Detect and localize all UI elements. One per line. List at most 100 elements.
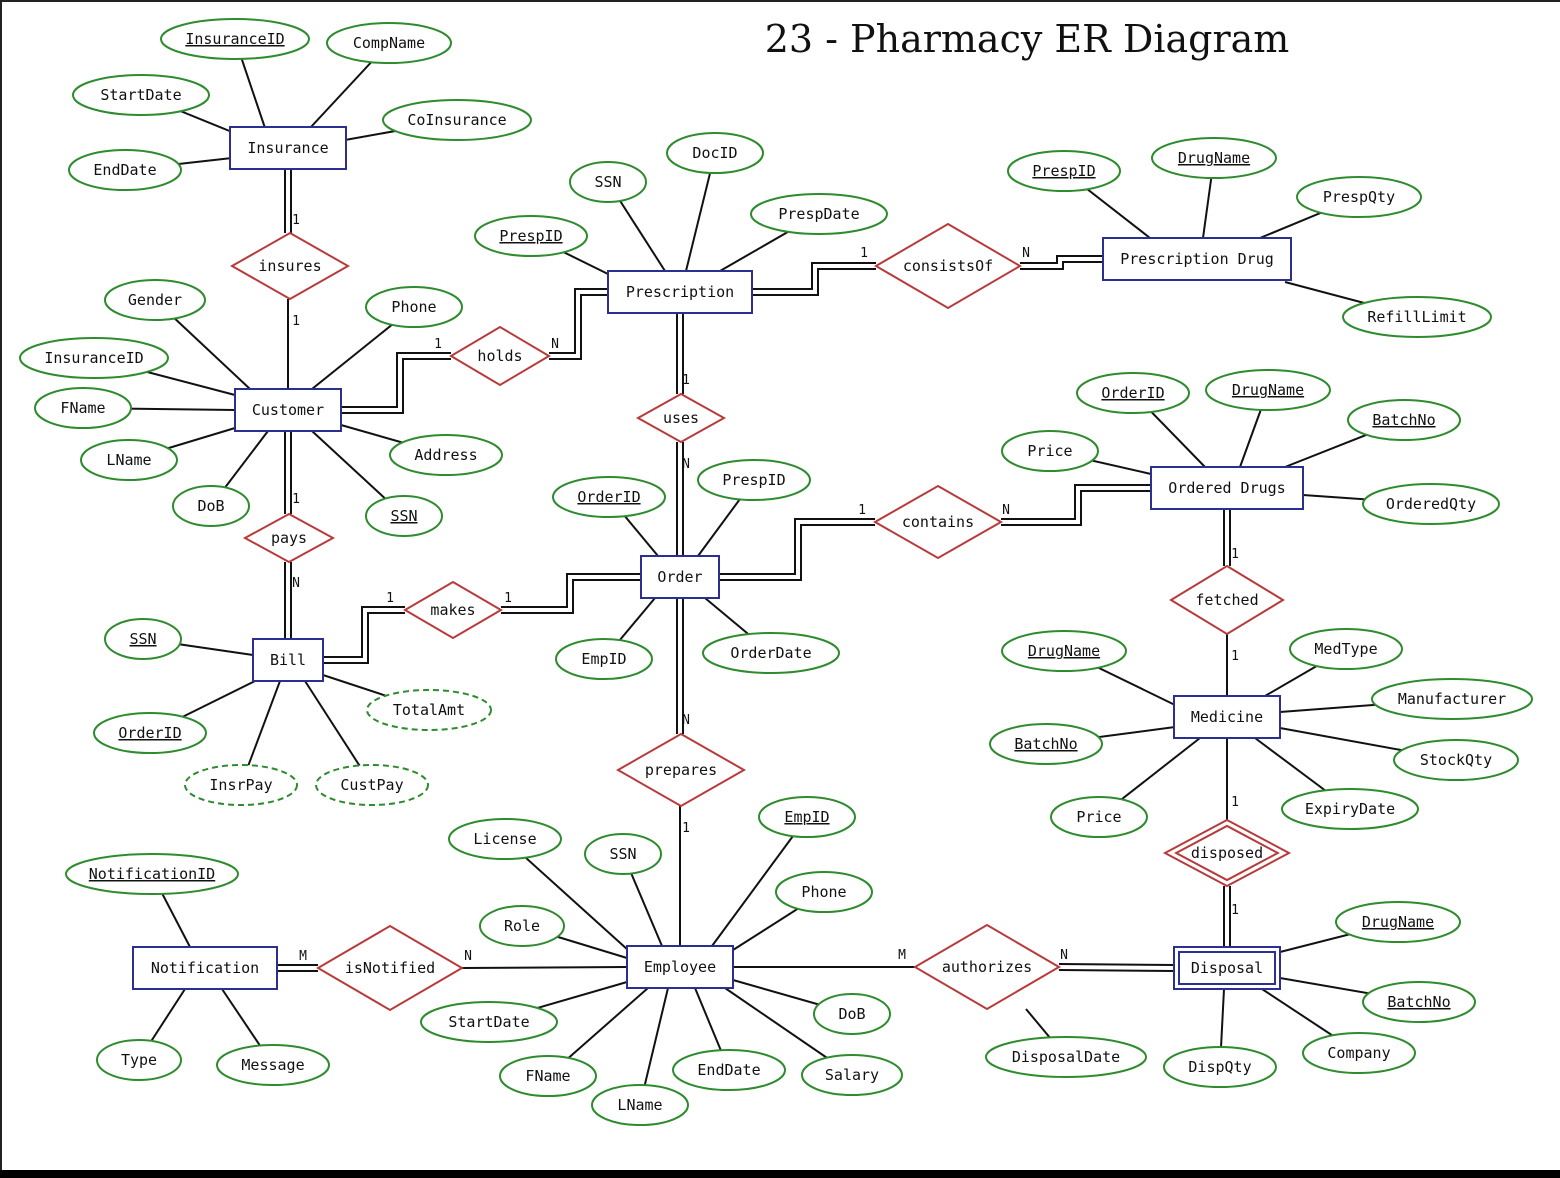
attribute-ins-enddate[interactable]: EndDate [68,149,182,191]
entity-label: Customer [252,401,324,419]
attribute-pd-prespid[interactable]: PrespID [1007,150,1121,192]
entity-label: Order [657,568,702,586]
relationship-uses[interactable]: uses [635,392,727,444]
attribute-pre-ssn[interactable]: SSN [569,161,647,203]
entity-ordered-drugs[interactable]: Ordered Drugs [1150,466,1304,510]
attribute-shape [1007,150,1121,192]
entity-insurance[interactable]: Insurance [229,126,347,170]
attribute-cus-phone[interactable]: Phone [365,286,463,328]
relationship-makes[interactable]: makes [403,580,503,640]
relationship-consistsOf[interactable]: consistsOf [874,222,1022,310]
attribute-med-manufacturer[interactable]: Manufacturer [1371,678,1533,720]
attribute-bil-insrpay[interactable]: InsrPay [184,764,298,806]
attribute-pd-prespqty[interactable]: PrespQty [1296,176,1422,218]
attribute-pre-prespdate[interactable]: PrespDate [750,193,888,235]
l-customer-holds-b [341,352,451,408]
attribute-ins-insuranceid[interactable]: InsuranceID [160,18,310,60]
attribute-od-drugname[interactable]: DrugName [1205,369,1331,411]
attribute-cus-lname[interactable]: LName [80,439,178,481]
attribute-cus-gender[interactable]: Gender [104,279,206,321]
attribute-dis-company[interactable]: Company [1302,1032,1416,1074]
entity-disposal[interactable]: Disposal [1173,946,1281,990]
attribute-label: DisposalDate [1012,1048,1120,1066]
relationship-contains[interactable]: contains [872,484,1004,560]
attribute-med-stockqty[interactable]: StockQty [1393,739,1519,781]
attribute-shape [552,476,666,518]
relationship-pays[interactable]: pays [242,512,336,564]
attribute-pre-prespid[interactable]: PrespID [474,215,588,257]
cardinality-c10: N [292,576,300,591]
attribute-ord-orderdate[interactable]: OrderDate [702,632,840,674]
relationship-shape [615,732,747,808]
attribute-med-expirydate[interactable]: ExpiryDate [1281,788,1419,830]
attribute-emp-salary[interactable]: Salary [801,1054,903,1096]
attribute-emp-phone[interactable]: Phone [775,871,873,913]
attribute-od-batchno[interactable]: BatchNo [1347,399,1461,441]
entity-bill[interactable]: Bill [252,638,324,682]
l-prescription-consists-a [752,268,876,296]
attribute-od-orderid[interactable]: OrderID [1076,372,1190,414]
entity-employee[interactable]: Employee [626,945,734,989]
attribute-od-orderedqty[interactable]: OrderedQty [1362,483,1500,525]
attribute-emp-lname[interactable]: LName [591,1084,689,1126]
attribute-med-price[interactable]: Price [1050,796,1148,838]
attribute-emp-ssn[interactable]: SSN [584,833,662,875]
relationship-insures[interactable]: insures [229,231,351,301]
attribute-emp-license[interactable]: License [448,818,562,860]
attribute-cus-dob[interactable]: DoB [172,485,250,527]
entity-notification[interactable]: Notification [132,946,278,990]
attribute-pd-refilllimit[interactable]: RefillLimit [1342,296,1492,338]
attribute-bil-orderid[interactable]: OrderID [93,712,207,754]
relationship-prepares[interactable]: prepares [615,732,747,808]
attribute-shape [813,993,891,1035]
attribute-pd-drugname[interactable]: DrugName [1151,137,1277,179]
relationship-fetched[interactable]: fetched [1169,564,1285,636]
entity-customer[interactable]: Customer [234,388,342,432]
attribute-dis-dispqty[interactable]: DispQty [1163,1046,1277,1088]
attribute-emp-enddate[interactable]: EndDate [672,1049,786,1091]
entity-prescription[interactable]: Prescription [607,270,753,314]
attribute-cus-ssn[interactable]: SSN [365,495,443,537]
attribute-not-type[interactable]: Type [96,1039,182,1081]
attribute-ord-empid[interactable]: EmpID [555,638,653,680]
attribute-emp-role[interactable]: Role [479,905,565,947]
attribute-emp-fname[interactable]: FName [499,1055,597,1097]
attribute-emp-empid[interactable]: EmpID [758,796,856,838]
attribute-bil-totalamt[interactable]: TotalAmt [366,689,492,731]
attribute-ord-prespid[interactable]: PrespID [697,459,811,501]
relationship-label: consistsOf [903,257,993,275]
attribute-cus-insuranceid[interactable]: InsuranceID [19,337,169,379]
attribute-emp-dob[interactable]: DoB [813,993,891,1035]
attribute-pre-docid[interactable]: DocID [666,132,764,174]
attribute-ins-coinsurance[interactable]: CoInsurance [382,99,532,141]
attribute-not-notificationid[interactable]: NotificationID [65,853,239,895]
attribute-dis-disposaldate[interactable]: DisposalDate [985,1036,1147,1078]
relationship-holds[interactable]: holds [449,325,551,387]
attribute-ord-orderid[interactable]: OrderID [552,476,666,518]
attribute-cus-fname[interactable]: FName [34,387,132,429]
relationship-inner-shape [1174,824,1280,882]
attribute-od-price[interactable]: Price [1001,430,1099,472]
attribute-shape [216,1044,330,1086]
attribute-ins-compname[interactable]: CompName [326,22,452,64]
attribute-label: StartDate [448,1013,529,1031]
attribute-dis-drugname[interactable]: DrugName [1335,901,1461,943]
relationship-disposed[interactable]: disposed [1162,818,1292,888]
attribute-dis-batchno[interactable]: BatchNo [1362,981,1476,1023]
attribute-cus-address[interactable]: Address [389,434,503,476]
relationship-isNotified[interactable]: isNotified [316,924,464,1012]
attribute-med-medtype[interactable]: MedType [1289,628,1403,670]
attribute-bil-ssn[interactable]: SSN [104,618,182,660]
attribute-med-drugname[interactable]: DrugName [1001,630,1127,672]
attribute-emp-startdate[interactable]: StartDate [420,1001,558,1043]
attribute-med-batchno[interactable]: BatchNo [989,723,1103,765]
attribute-label: LName [106,451,151,469]
attribute-not-message[interactable]: Message [216,1044,330,1086]
attribute-shape [448,818,562,860]
entity-prescription-drug[interactable]: Prescription Drug [1102,237,1292,281]
attribute-ins-startdate[interactable]: StartDate [72,74,210,116]
relationship-authorizes[interactable]: authorizes [913,923,1061,1011]
entity-medicine[interactable]: Medicine [1173,695,1281,739]
attribute-bil-custpay[interactable]: CustPay [315,764,429,806]
entity-order[interactable]: Order [640,555,720,599]
